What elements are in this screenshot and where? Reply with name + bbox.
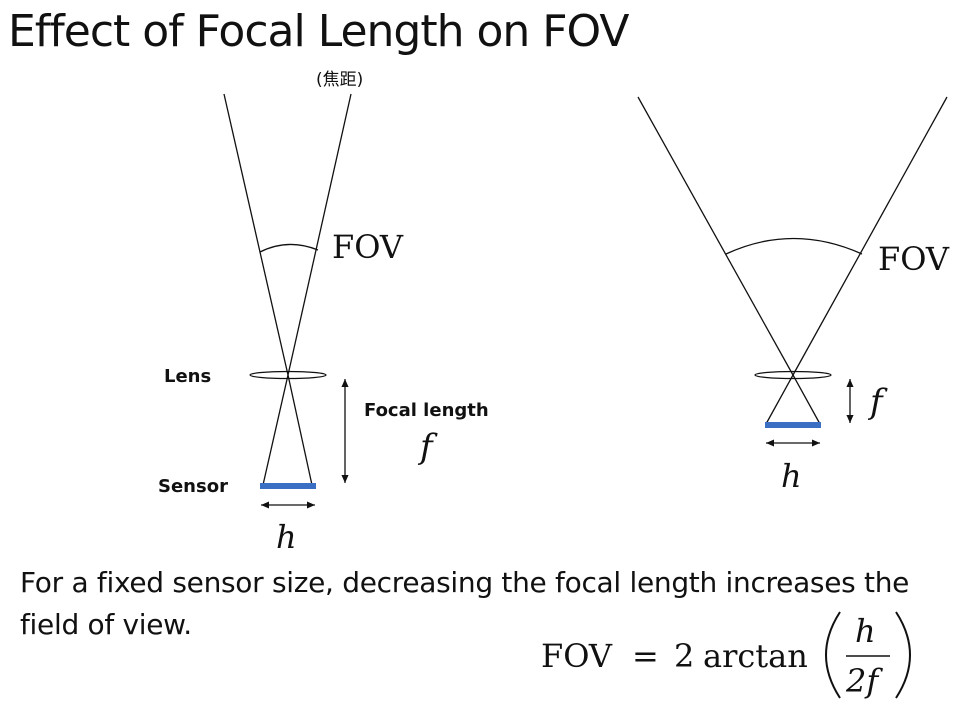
left-fov-arc	[259, 243, 319, 253]
formula-numerator: h	[855, 612, 876, 650]
left-fov-label: FOV	[332, 228, 404, 266]
left-ray-line-1	[223, 93, 289, 376]
right-lens-icon	[754, 370, 832, 380]
right-f-symbol: f	[867, 382, 888, 422]
caption-text: For a fixed sensor size, decreasing the …	[20, 566, 910, 641]
formula-function: arctan	[703, 637, 808, 675]
right-ray-line-2	[792, 96, 948, 376]
fov-formula: FOV = 2 arctan h 2f	[541, 611, 911, 700]
left-h-symbol: h	[276, 518, 297, 556]
lens-label: Lens	[164, 366, 211, 387]
left-lens-icon	[249, 370, 327, 380]
formula-right-paren	[895, 611, 911, 699]
right-h-symbol: h	[781, 457, 802, 495]
focal-length-cjk-label: (焦距)	[316, 70, 363, 90]
right-fov-label: FOV	[878, 240, 950, 278]
formula-equals: =	[632, 637, 659, 675]
page-title: Effect of Focal Length on FOV	[8, 6, 630, 57]
focal-length-label: Focal length	[364, 400, 489, 421]
left-camera-diagram: FOV Lens Focal length f Sensor h	[158, 93, 489, 556]
formula-lhs: FOV	[541, 637, 613, 675]
formula-denominator: 2f	[845, 662, 883, 700]
right-ray-line-1	[637, 96, 794, 376]
right-camera-diagram: FOV f h	[637, 96, 950, 495]
left-ray-line-1-lower	[287, 374, 313, 486]
formula-coefficient: 2	[674, 637, 694, 675]
right-ray-line-1-lower	[792, 374, 821, 425]
left-ray-line-2-lower	[262, 374, 289, 486]
formula-left-paren	[825, 611, 841, 699]
left-ray-line-2	[287, 93, 352, 376]
left-f-symbol: f	[417, 427, 438, 467]
sensor-label: Sensor	[158, 476, 228, 497]
right-ray-line-2-lower	[765, 374, 794, 425]
right-fov-arc	[725, 237, 863, 255]
